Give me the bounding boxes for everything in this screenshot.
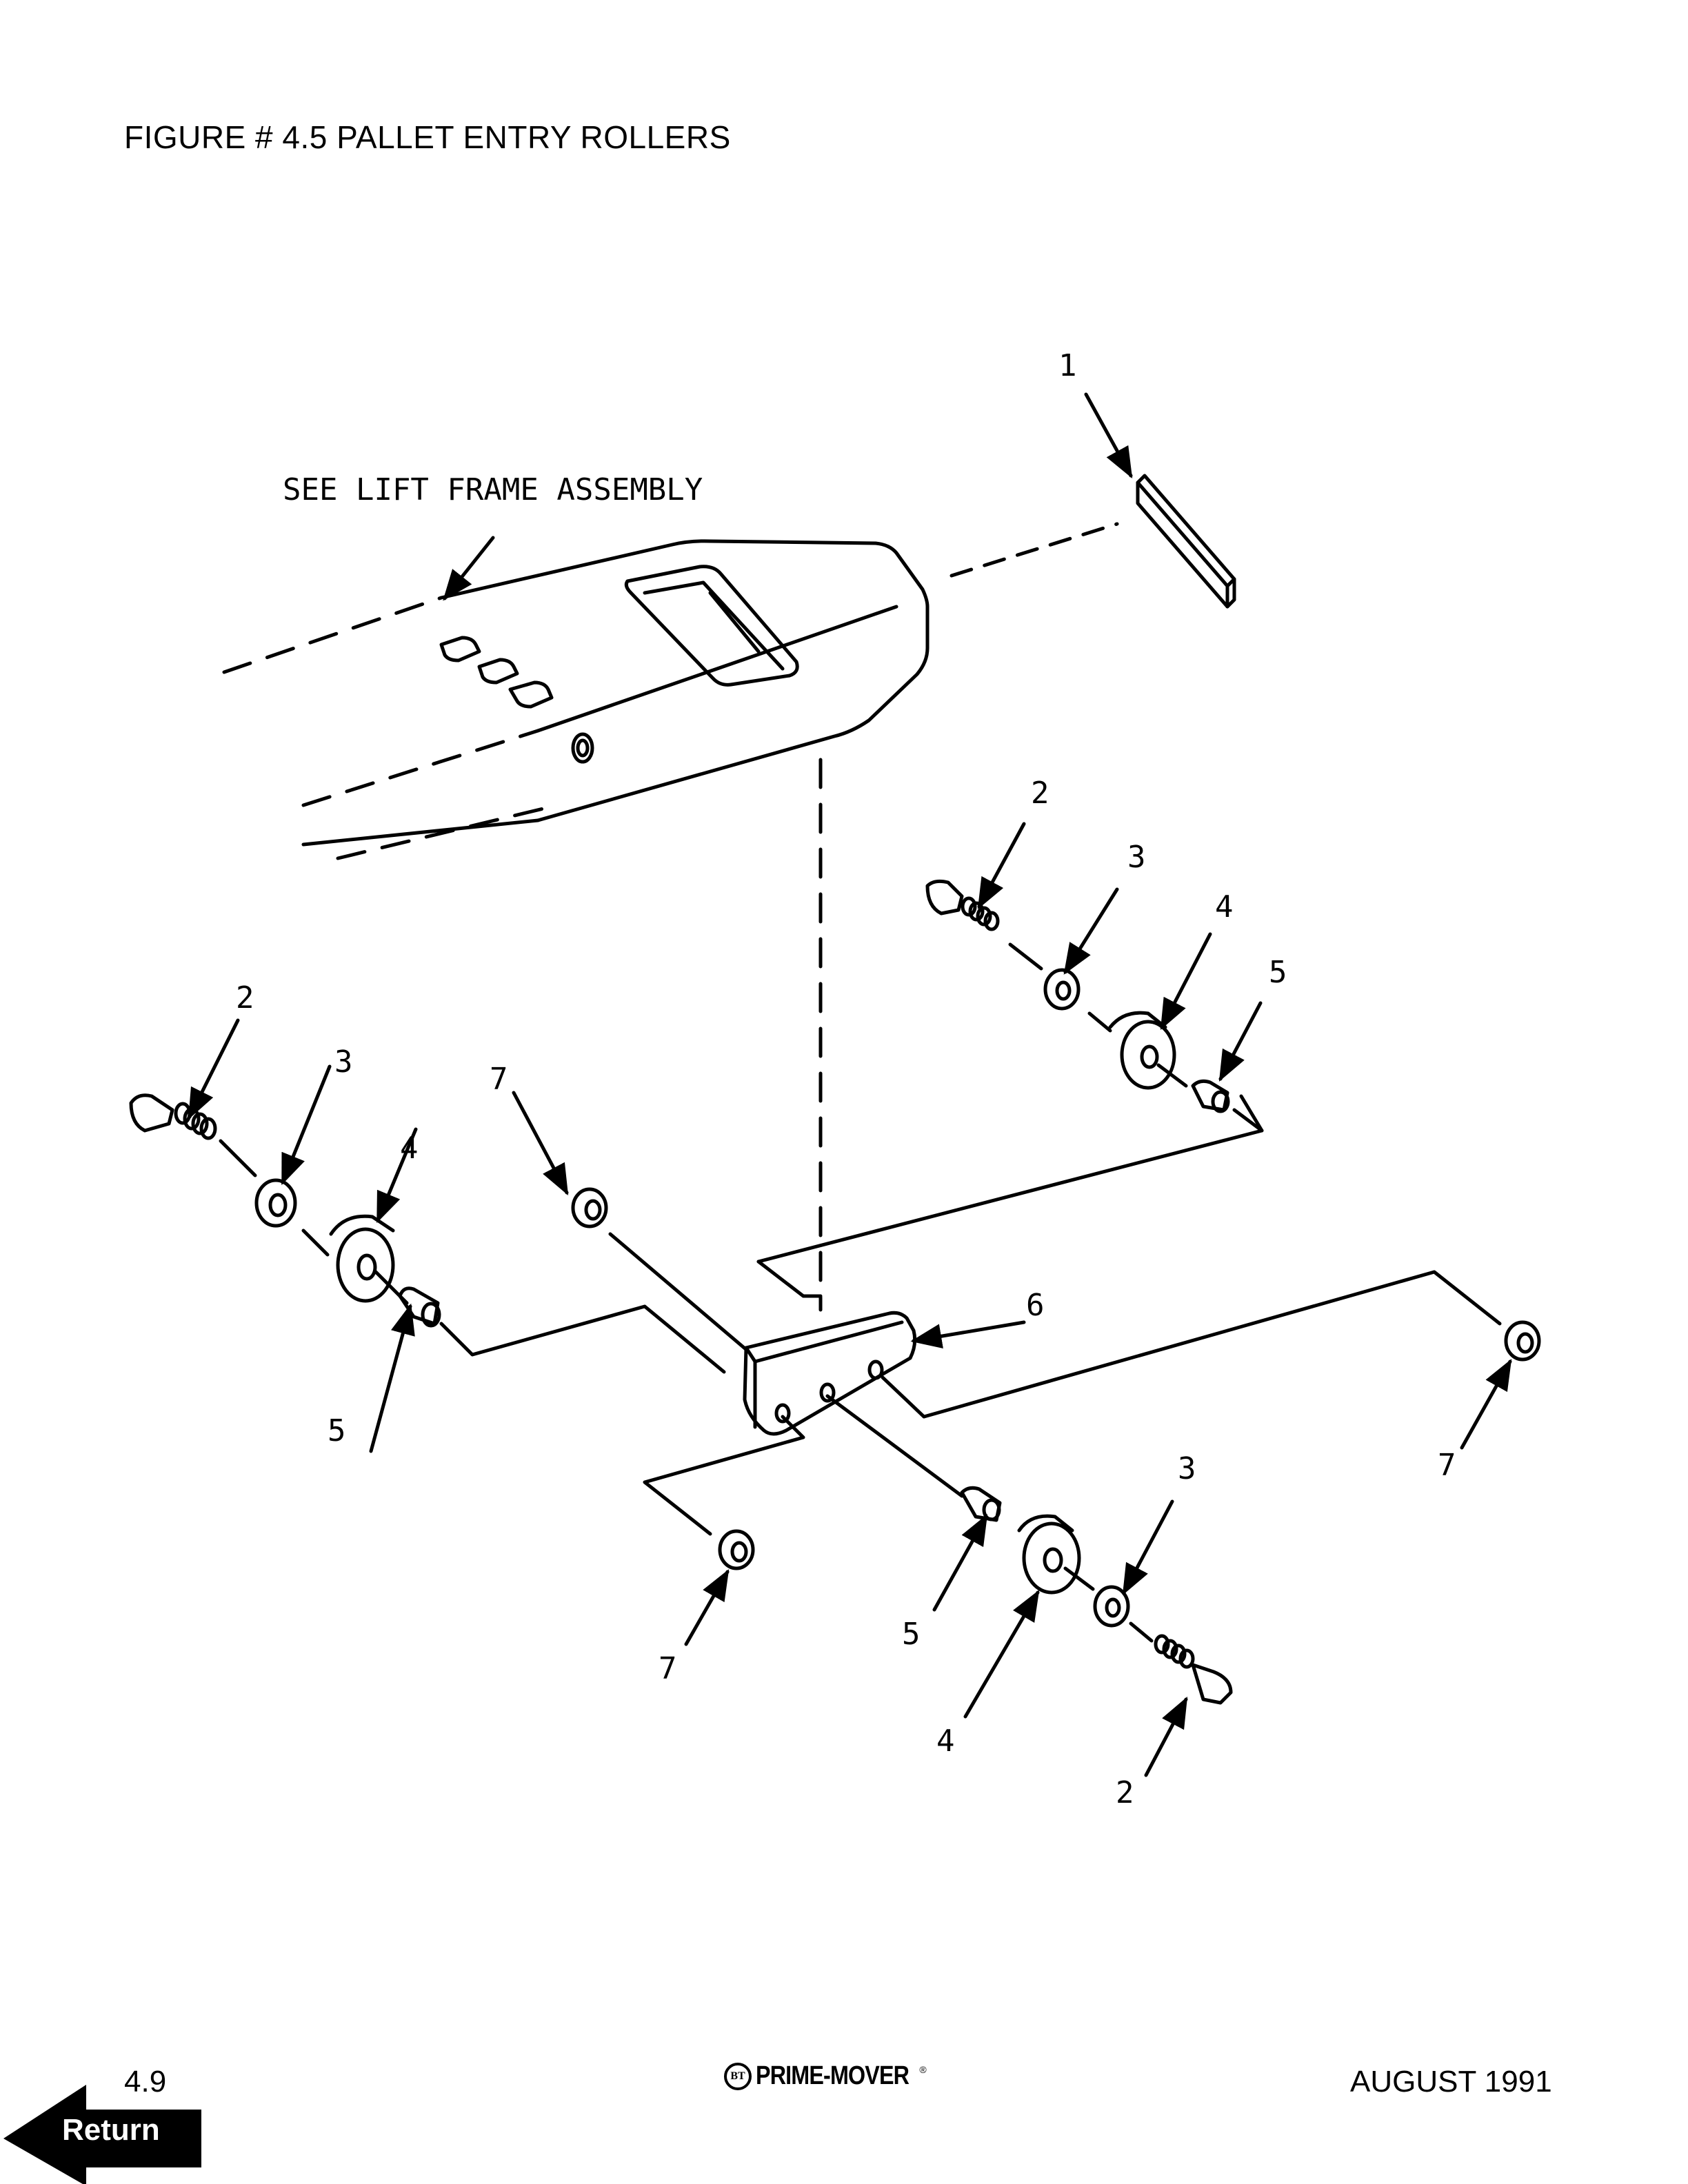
callout-1-leader	[1084, 392, 1133, 478]
lift-frame-fork	[222, 539, 930, 860]
page-number: 4.9	[124, 2065, 167, 2099]
left-nut-7	[571, 1187, 750, 1353]
callout-3-bottom: 3	[1178, 1451, 1196, 1486]
return-label: Return	[62, 2113, 160, 2147]
callout-4-bottom: 4	[936, 1723, 955, 1759]
callout-7-left: 7	[490, 1062, 508, 1097]
right-nut-7	[1504, 1320, 1541, 1362]
callout-5-left: 5	[328, 1413, 346, 1448]
bottom-nut-7	[718, 1529, 755, 1570]
callout-2-left: 2	[236, 980, 254, 1015]
brand-name: PRIME-MOVER	[756, 2061, 910, 2090]
brand-logo: BT PRIME-MOVER ®	[724, 2061, 927, 2091]
callout-2-right: 2	[1031, 776, 1049, 811]
note-leader	[443, 536, 495, 601]
revision-date: AUGUST 1991	[1350, 2065, 1552, 2099]
callout-6: 6	[1026, 1288, 1045, 1323]
registered-mark: ®	[919, 2063, 927, 2075]
callout-7-right: 7	[1438, 1448, 1456, 1483]
callout-5-right: 5	[1269, 955, 1287, 990]
part-1-pad	[1136, 474, 1236, 609]
figure-title: FIGURE # 4.5 PALLET ENTRY ROLLERS	[124, 119, 731, 155]
callout-1: 1	[1058, 348, 1077, 383]
callout-3-right: 3	[1127, 840, 1146, 875]
callout-7-bottom: 7	[659, 1651, 677, 1686]
right-roller-assembly	[925, 879, 1264, 1133]
left-arrow-icon	[3, 2085, 201, 2184]
left-roller-assembly	[129, 1093, 726, 1374]
callout-4-left: 4	[400, 1131, 419, 1166]
callout-3-left: 3	[334, 1044, 353, 1080]
callout-4-right: 4	[1215, 889, 1234, 924]
lift-frame-note: SEE LIFT FRAME ASSEMBLY	[283, 472, 703, 507]
bottom-roller-assembly	[825, 1394, 1233, 1705]
return-button[interactable]: Return	[0, 2082, 207, 2184]
bt-badge-icon: BT	[724, 2062, 752, 2090]
callout-2-bottom: 2	[1116, 1775, 1134, 1810]
callout-5-bottom: 5	[902, 1617, 921, 1652]
